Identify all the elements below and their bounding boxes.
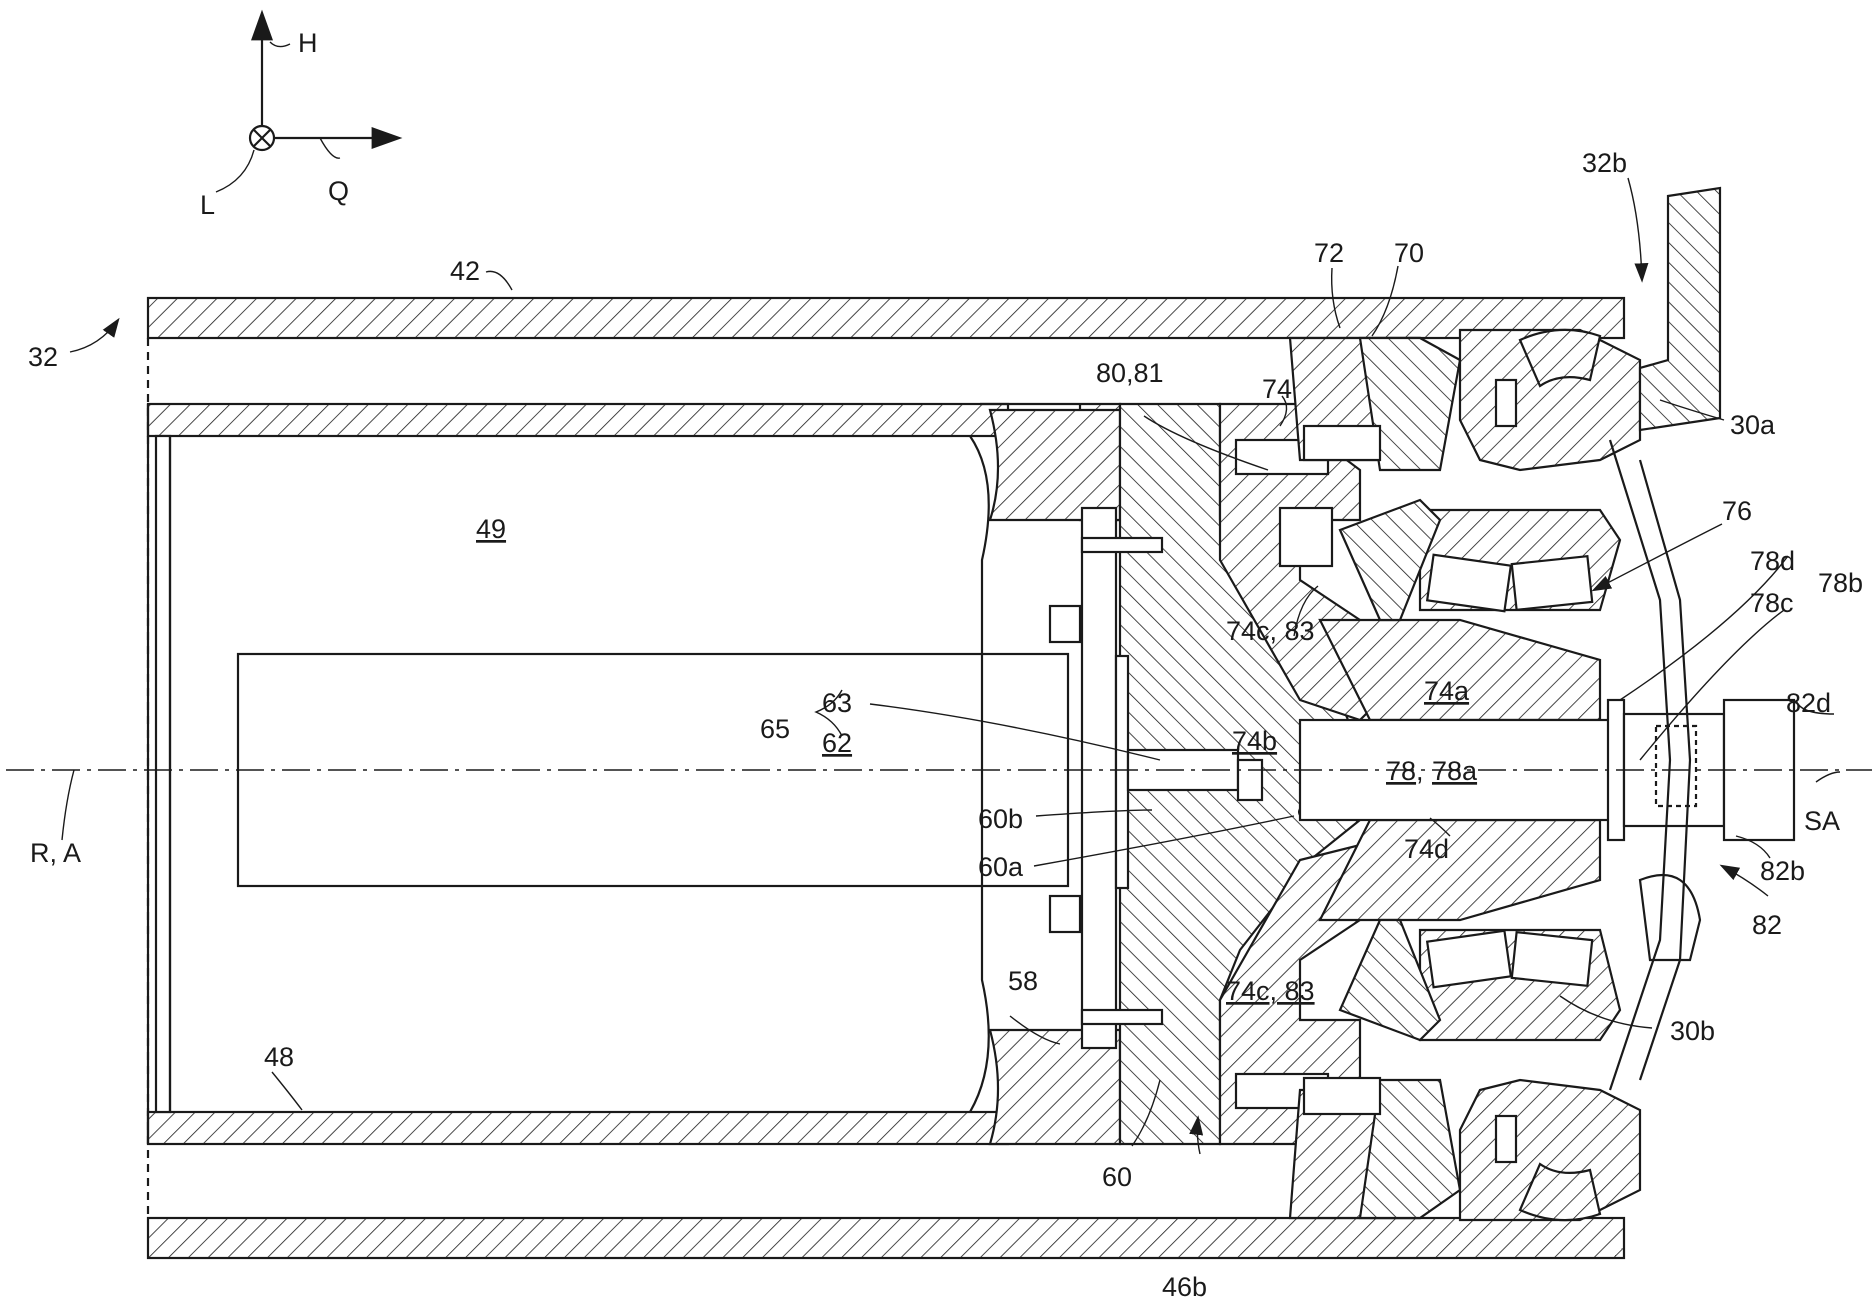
- label-78-78a-separator: ,: [1416, 756, 1424, 786]
- label-70: 70: [1394, 238, 1424, 268]
- label-74b: 74b: [1232, 726, 1277, 756]
- label-60b: 60b: [978, 804, 1023, 834]
- label-78-78a-part1: 78: [1386, 756, 1416, 786]
- label-78-78a-part2: 78a: [1432, 756, 1478, 786]
- label-sa: SA: [1804, 806, 1840, 836]
- label-72: 72: [1314, 238, 1344, 268]
- label-60a: 60a: [978, 852, 1024, 882]
- label-r-a: R, A: [30, 838, 81, 868]
- label-32: 32: [28, 342, 58, 372]
- label-63: 63: [822, 688, 852, 718]
- orientation-indicator: H Q L: [200, 14, 398, 220]
- label-78b: 78b: [1818, 568, 1863, 598]
- bearing-upper: [1340, 500, 1620, 620]
- label-30a: 30a: [1730, 410, 1776, 440]
- label-74a: 74a: [1424, 676, 1470, 706]
- label-74d: 74d: [1404, 834, 1449, 864]
- label-82: 82: [1752, 910, 1782, 940]
- motor-body: [238, 436, 1068, 1112]
- label-78d: 78d: [1750, 546, 1795, 576]
- orientation-l-label: L: [200, 190, 215, 220]
- label-42: 42: [450, 256, 480, 286]
- label-30b: 30b: [1670, 1016, 1715, 1046]
- label-49: 49: [476, 514, 506, 544]
- label-82b: 82b: [1760, 856, 1805, 886]
- bearing-lower: [1340, 920, 1620, 1040]
- label-58: 58: [1008, 966, 1038, 996]
- label-48: 48: [264, 1042, 294, 1072]
- label-76: 76: [1722, 496, 1752, 526]
- label-78c: 78c: [1750, 588, 1794, 618]
- label-65: 65: [760, 714, 790, 744]
- label-60: 60: [1102, 1162, 1132, 1192]
- orientation-q-label: Q: [328, 176, 349, 206]
- label-82d: 82d: [1786, 688, 1831, 718]
- label-74c-83-upper: 74c, 83: [1226, 616, 1315, 646]
- orientation-h-label: H: [298, 28, 318, 58]
- label-74: 74: [1262, 374, 1292, 404]
- label-62: 62: [822, 728, 852, 758]
- label-32b: 32b: [1582, 148, 1627, 178]
- label-74c-83-lower: 74c, 83: [1226, 976, 1315, 1006]
- label-46b: 46b: [1162, 1272, 1207, 1302]
- label-80-81: 80,81: [1096, 358, 1164, 388]
